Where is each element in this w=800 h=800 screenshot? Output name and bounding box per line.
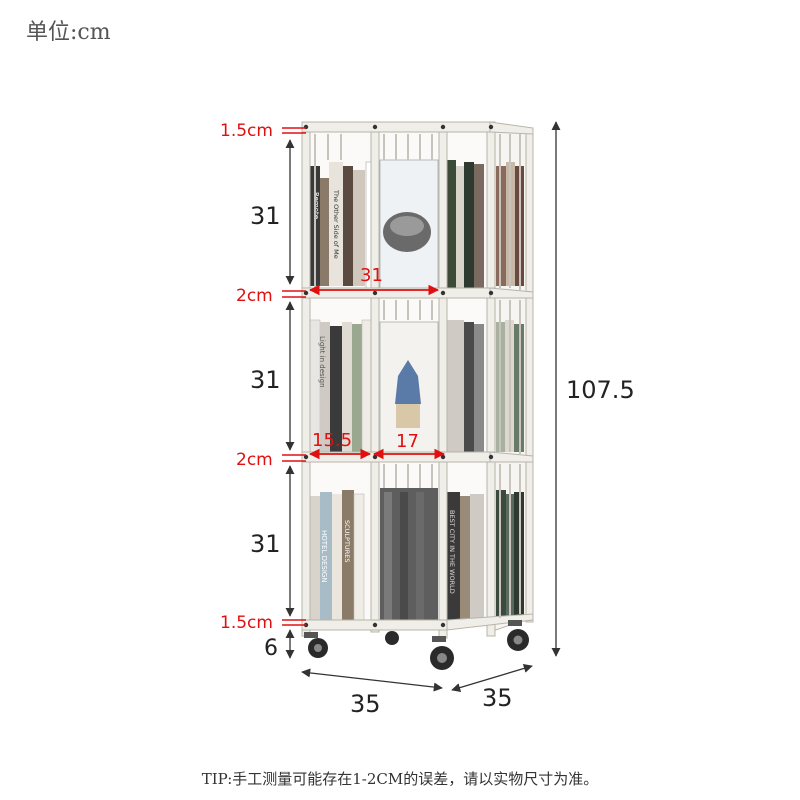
middle-shelf-books: Light in design [307,319,524,454]
top-shelf-books: Remote The Other Side of Me [308,159,524,289]
inner-width-arrows [308,284,446,460]
label-divider-2: 2cm [236,450,273,470]
thickness-ticks [282,127,306,626]
wheels [304,620,529,670]
label-wheel-height: 6 [264,636,278,661]
wheel-front-center [430,636,454,670]
book-title-light: Light in design [318,336,326,388]
label-shelf-height-3: 31 [250,530,281,558]
label-divider-1: 2cm [236,286,273,306]
wheel-right [507,620,529,651]
label-width-side: 35 [482,684,513,712]
book-title-other-side: The Other Side of Me [332,189,340,259]
label-width-front: 35 [350,690,381,718]
book-title-sculptures: SCULPTURES [343,520,351,562]
label-total-height: 107.5 [566,376,635,404]
label-compartment-right: 17 [396,431,419,452]
book-title-best: BEST CITY IN THE WORLD [448,510,456,594]
unit-label: 单位:cm [26,20,111,45]
label-shelf-height-1: 31 [250,202,281,230]
label-compartment-left: 15.5 [312,430,352,451]
label-bottom-cap: 1.5cm [220,613,273,633]
wheel-front-left [304,632,328,658]
tip-note: TIP:手工测量可能存在1-2CM的误差，请以实物尺寸为准。 [201,770,599,788]
dimension-lines [285,121,561,693]
label-top-cap: 1.5cm [220,121,273,141]
label-inner-width: 31 [360,265,383,286]
book-title-hotel: HOTEL DESIGN [320,530,328,583]
frame-bars [314,134,521,618]
wheel-back [385,631,399,645]
label-shelf-height-2: 31 [250,366,281,394]
bookshelf: Remote The Other Side of Me Light in des… [301,121,534,670]
